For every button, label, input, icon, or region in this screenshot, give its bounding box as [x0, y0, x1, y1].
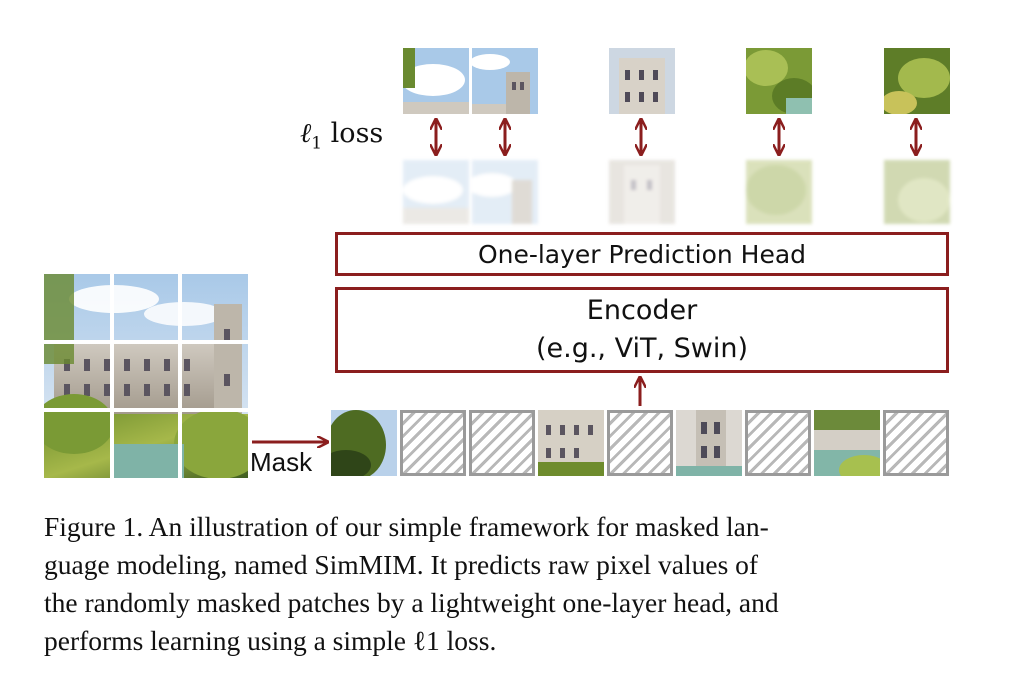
encoder-examples: (e.g., ViT, Swin) — [535, 333, 749, 364]
predicted-patch — [472, 160, 538, 224]
predicted-patch — [884, 160, 950, 224]
input-patch-visible — [538, 410, 604, 476]
masked-patch — [883, 410, 949, 476]
masked-patch — [400, 410, 466, 476]
masked-patch — [469, 410, 535, 476]
mask-label: Mask — [250, 447, 313, 477]
caption-line: guage modeling, named SimMIM. It predict… — [44, 549, 759, 580]
target-patch — [403, 48, 469, 114]
caption-line: the randomly masked patches by a lightwe… — [44, 587, 779, 618]
target-patch — [884, 48, 950, 114]
loss-label: ℓ1 loss — [300, 118, 383, 153]
original-image — [34, 274, 264, 479]
target-patch — [746, 48, 812, 114]
masked-patch — [745, 410, 811, 476]
target-patch — [472, 48, 538, 114]
ell-symbol: ℓ — [300, 118, 312, 149]
input-patch-visible — [331, 410, 397, 476]
target-patch — [609, 48, 675, 114]
figure-caption: Figure 1. An illustration of our simple … — [44, 508, 974, 660]
loss-text: loss — [330, 118, 384, 149]
caption-line: performs learning using a simple ℓ1 loss… — [44, 625, 497, 656]
ell-subscript: 1 — [311, 133, 323, 154]
predicted-patch — [746, 160, 812, 224]
caption-line: Figure 1. An illustration of our simple … — [44, 511, 769, 542]
encoder-title: Encoder — [586, 295, 698, 326]
input-patch-visible — [814, 410, 880, 476]
encoder-box: Encoder (e.g., ViT, Swin) — [335, 287, 949, 373]
masked-patch — [607, 410, 673, 476]
predicted-patch — [403, 160, 469, 224]
castle-photo — [34, 274, 264, 479]
predicted-patch — [609, 160, 675, 224]
input-patch-visible — [676, 410, 742, 476]
prediction-head-box: One-layer Prediction Head — [335, 232, 949, 276]
